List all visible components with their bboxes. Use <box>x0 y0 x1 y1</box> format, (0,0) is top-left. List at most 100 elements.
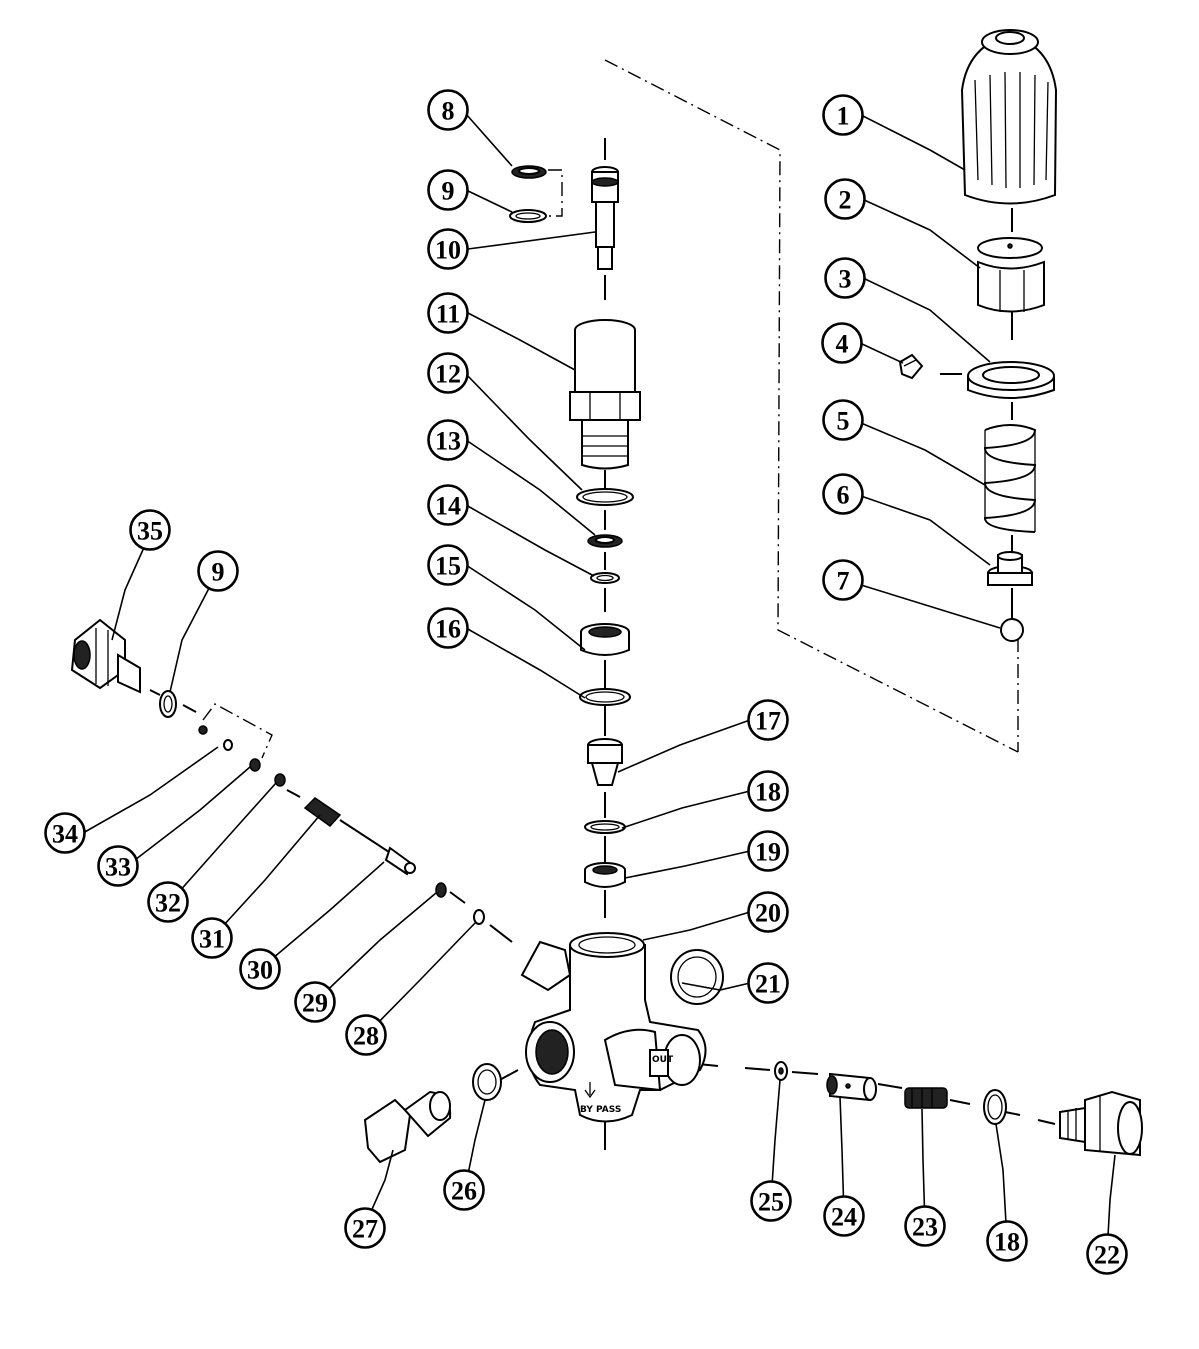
svg-text:21: 21 <box>755 970 781 999</box>
svg-text:2: 2 <box>839 186 852 215</box>
svg-text:15: 15 <box>435 552 461 581</box>
part-6-piston <box>987 551 1033 586</box>
callout-35: 35 <box>129 509 171 551</box>
svg-text:11: 11 <box>436 300 461 329</box>
part-16-o-ring <box>579 688 631 706</box>
part-24-check-valve <box>826 1072 877 1102</box>
callout-12: 12 <box>427 352 469 394</box>
callout-25: 25 <box>750 1180 792 1222</box>
callout-29: 29 <box>294 981 336 1023</box>
svg-text:1: 1 <box>837 102 850 131</box>
callout-28: 28 <box>345 1014 387 1056</box>
part-13-backup-ring <box>587 534 623 548</box>
svg-text:29: 29 <box>302 989 328 1018</box>
callout-33: 33 <box>97 845 139 887</box>
part-3-spring-washer <box>967 361 1055 399</box>
svg-text:12: 12 <box>435 360 461 389</box>
bypass-marking: BY PASS <box>580 1105 621 1115</box>
part-1-adjusting-knob <box>960 29 1058 205</box>
callout-21: 21 <box>747 962 789 1004</box>
svg-text:23: 23 <box>912 1213 938 1242</box>
part-23-check-spring <box>904 1087 948 1109</box>
part-31-spring <box>303 797 342 827</box>
part-18-o-ring-right <box>983 1089 1007 1125</box>
callout-4: 4 <box>821 322 863 364</box>
callout-22: 22 <box>1086 1233 1128 1275</box>
part-28-washer <box>473 909 485 925</box>
part-20-valve-body: OUT BY PASS <box>520 932 707 1123</box>
callout-11: 11 <box>427 292 469 334</box>
part-29-o-ring <box>435 882 447 898</box>
svg-text:8: 8 <box>442 97 455 126</box>
callout-1: 1 <box>822 94 864 136</box>
svg-text:16: 16 <box>435 615 461 644</box>
callout-10: 10 <box>427 228 469 270</box>
part-7-ball <box>1000 618 1024 642</box>
callout-20: 20 <box>747 891 789 933</box>
part-11-valve-housing <box>569 319 641 470</box>
svg-text:3: 3 <box>839 265 852 294</box>
svg-text:34: 34 <box>52 820 78 849</box>
svg-text:7: 7 <box>837 567 850 596</box>
callout-26: 26 <box>443 1169 485 1211</box>
part-32-washer <box>274 773 286 787</box>
callout-14: 14 <box>427 484 469 526</box>
callout-27: 27 <box>344 1207 386 1249</box>
callout-31: 31 <box>191 917 233 959</box>
callout-6: 6 <box>822 473 864 515</box>
callout-24: 24 <box>823 1195 865 1237</box>
callout-32: 32 <box>147 881 189 923</box>
svg-text:20: 20 <box>755 899 781 928</box>
callout-8: 8 <box>427 89 469 131</box>
svg-text:9: 9 <box>442 177 455 206</box>
part-19-seat-ring <box>584 862 626 888</box>
svg-text:14: 14 <box>435 492 461 521</box>
part-9-o-ring <box>509 209 547 223</box>
callout-17: 17 <box>747 699 789 741</box>
part-17-poppet <box>587 738 623 786</box>
svg-text:27: 27 <box>352 1215 378 1244</box>
callout-9: 9 <box>427 169 469 211</box>
svg-text:32: 32 <box>155 889 181 918</box>
svg-text:13: 13 <box>435 427 461 456</box>
part-35-bypass-fitting <box>70 618 141 694</box>
part-34-seal <box>198 725 233 751</box>
part-9-o-ring-left <box>159 690 177 718</box>
callout-23: 23 <box>904 1205 946 1247</box>
callout-30: 30 <box>239 948 281 990</box>
svg-text:10: 10 <box>435 236 461 265</box>
callout-18: 18 <box>747 770 789 812</box>
part-18-o-ring <box>584 820 626 834</box>
callout-34: 34 <box>44 812 86 854</box>
part-27-plug <box>363 1090 452 1164</box>
svg-text:9: 9 <box>212 558 225 587</box>
svg-text:5: 5 <box>837 407 850 436</box>
part-30-needle <box>339 819 416 876</box>
out-marking: OUT <box>652 1055 674 1065</box>
part-2-hex-nut <box>977 237 1045 313</box>
part-33-washer <box>249 758 261 772</box>
assembly-axis-lines <box>149 138 1056 1150</box>
part-25-washer <box>774 1061 788 1081</box>
svg-text:25: 25 <box>758 1188 784 1217</box>
leader-lines <box>82 113 1116 1255</box>
part-26-o-ring <box>472 1063 502 1101</box>
part-4-set-screw <box>898 353 924 380</box>
callout-2: 2 <box>824 178 866 220</box>
svg-text:35: 35 <box>137 517 163 546</box>
callout-16: 16 <box>427 607 469 649</box>
svg-text:26: 26 <box>451 1177 477 1206</box>
part-22-outlet-fitting <box>1059 1090 1143 1157</box>
callout-3: 3 <box>824 257 866 299</box>
part-10-valve-stem <box>591 166 619 270</box>
callout-18-right: 18 <box>986 1220 1028 1262</box>
assembly-path-lines <box>202 59 1019 759</box>
part-14-washer <box>590 572 620 584</box>
part-12-o-ring <box>576 488 634 506</box>
svg-text:24: 24 <box>831 1203 857 1232</box>
svg-text:19: 19 <box>755 838 781 867</box>
svg-text:6: 6 <box>837 481 850 510</box>
callout-13: 13 <box>427 419 469 461</box>
svg-text:30: 30 <box>247 956 273 985</box>
